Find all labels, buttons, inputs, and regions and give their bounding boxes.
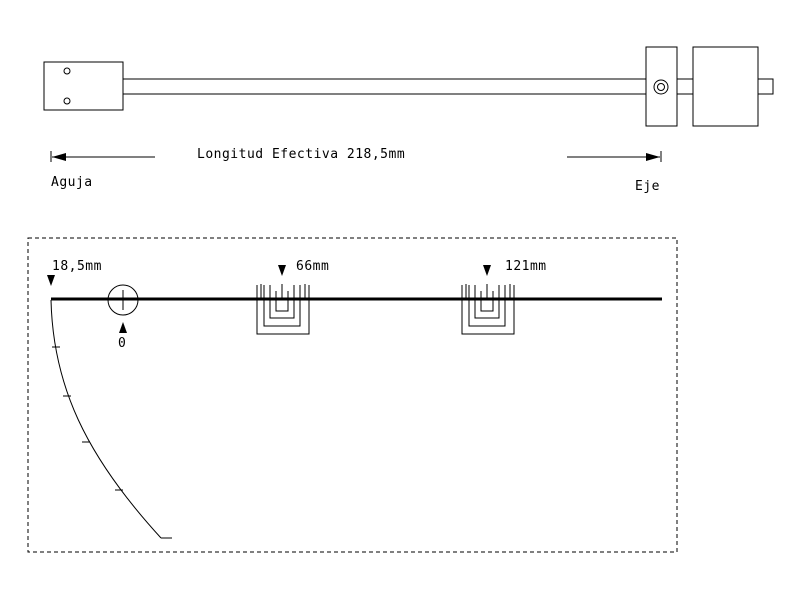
protractor-dashed-border — [27, 237, 678, 553]
zero-label: 0 — [118, 336, 126, 351]
pivot-label: Eje — [635, 179, 660, 194]
offset-marker-icon — [47, 275, 55, 286]
null-point-1: 66mm — [256, 259, 329, 335]
counterweight-stub — [676, 78, 694, 95]
arrow-left-icon — [52, 153, 66, 161]
pivot-bearing-outer — [653, 79, 669, 95]
null-point-2-grid-icon — [461, 284, 515, 335]
headshell — [43, 61, 124, 111]
zero-marker-icon — [119, 322, 127, 333]
pivot-block — [645, 46, 678, 127]
null-point-1-grid-icon — [256, 284, 310, 335]
arm-tube — [122, 78, 647, 95]
effective-length-label: Longitud Efectiva 218,5mm — [197, 147, 405, 162]
headshell-screw-hole-bottom — [63, 97, 71, 105]
counterweight-rod-end — [757, 78, 774, 95]
protractor-panel: 18,5mm 0 66mm — [27, 237, 678, 553]
spindle-center: 0 — [107, 284, 139, 351]
tonearm-assembly — [43, 46, 774, 127]
headshell-screw-hole-top — [63, 67, 71, 75]
arrow-right-icon — [646, 153, 660, 161]
offset-label: 18,5mm — [52, 259, 102, 274]
null-point-2: 121mm — [461, 259, 547, 335]
null-point-1-label: 66mm — [296, 259, 329, 274]
counterweight — [692, 46, 759, 127]
pivot-bearing-inner — [657, 83, 665, 91]
needle-label: Aguja — [51, 175, 93, 190]
null-point-2-label: 121mm — [505, 259, 547, 274]
stylus-arc — [50, 299, 162, 539]
null-point-1-marker-icon — [278, 265, 286, 276]
effective-length-dimension: Longitud Efectiva 218,5mm Aguja Eje — [50, 147, 662, 194]
null-point-2-marker-icon — [483, 265, 491, 276]
spindle-circle — [107, 284, 139, 316]
arc-ticks — [52, 346, 123, 491]
